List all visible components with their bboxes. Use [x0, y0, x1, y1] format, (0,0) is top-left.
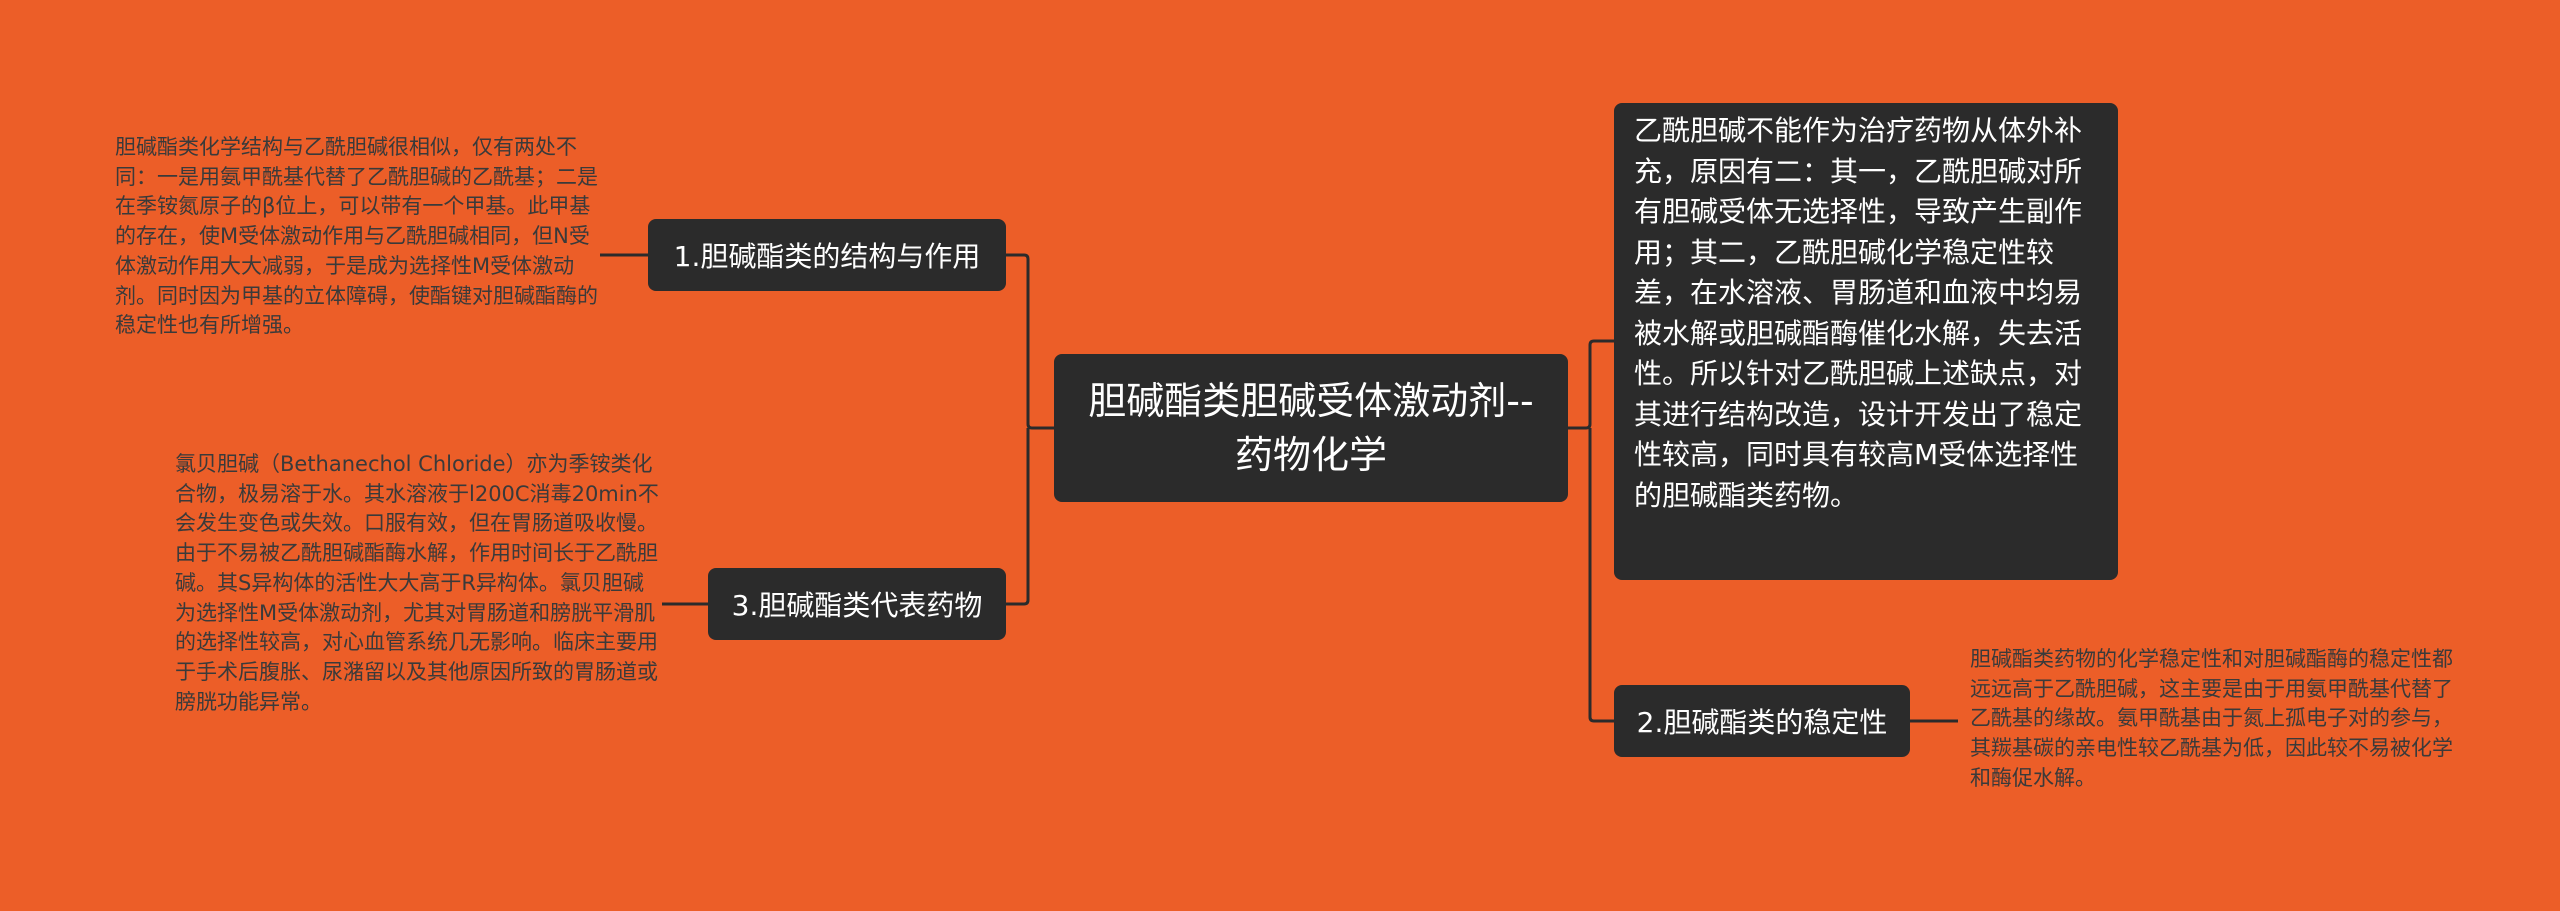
- central-topic[interactable]: 胆碱酯类胆碱受体激动剂--药物化学: [1054, 354, 1568, 502]
- note-structure-and-action: 胆碱酯类化学结构与乙酰胆碱很相似，仅有两处不同：一是用氨甲酰基代替了乙酰胆碱的乙…: [115, 135, 598, 338]
- branch-representative-drugs[interactable]: 3.胆碱酯类代表药物: [708, 568, 1006, 640]
- branch-stability[interactable]: 2.胆碱酯类的稳定性: [1614, 685, 1910, 757]
- note-representative-drugs: 氯贝胆碱（Bethanechol Chloride）亦为季铵类化合物，极易溶于水…: [175, 452, 659, 714]
- connector-center-to-b3: [1006, 428, 1030, 606]
- branch-label: 3.胆碱酯类代表药物: [731, 589, 983, 622]
- branch-label: 2.胆碱酯类的稳定性: [1636, 706, 1888, 739]
- connector-center-to-intro: [1568, 339, 1614, 430]
- connector-center-to-b2: [1588, 428, 1614, 723]
- branch-intro-text[interactable]: 乙酰胆碱不能作为治疗药物从体外补充，原因有二：其一，乙酰胆碱对所有胆碱受体无选择…: [1614, 103, 2118, 580]
- central-topic-label: 胆碱酯类胆碱受体激动剂--药物化学: [1088, 379, 1534, 477]
- note-stability: 胆碱酯类药物的化学稳定性和对胆碱酯酶的稳定性都远远高于乙酰胆碱，这主要是由于用氨…: [1970, 647, 2453, 790]
- branch-label: 1.胆碱酯类的结构与作用: [673, 240, 981, 273]
- branch-structure-and-action[interactable]: 1.胆碱酯类的结构与作用: [648, 219, 1006, 291]
- connector-center-to-b1: [1006, 253, 1054, 430]
